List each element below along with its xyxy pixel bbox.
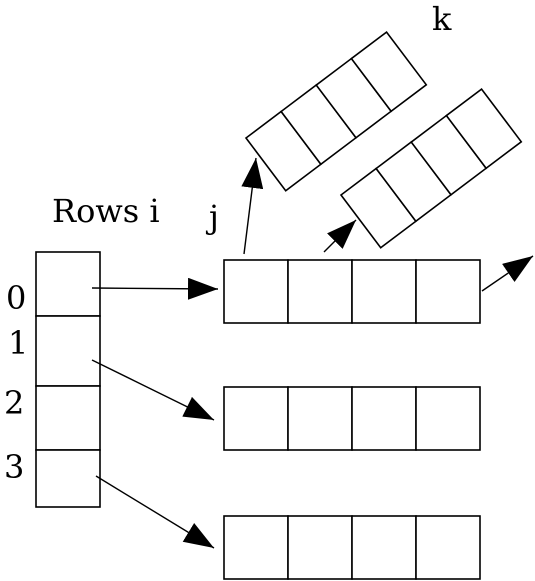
row-0-cell: [415, 259, 481, 324]
row-3-cell: [415, 515, 481, 580]
j-pointer-arrow-to-lower-k: [323, 219, 357, 253]
row-3-cell: [223, 515, 289, 580]
row-1-pointer-arrow: [91, 359, 215, 421]
k-array-upper: [244, 30, 428, 192]
row-index-3: 3: [4, 448, 24, 486]
row-index-2: 2: [4, 384, 24, 422]
row-0-array: [223, 259, 481, 324]
row-3-array: [223, 515, 481, 580]
row-pointer-cell-2: [35, 385, 101, 451]
row-3-cell: [351, 515, 417, 580]
j-label: j: [205, 198, 219, 236]
row-3-cell: [287, 515, 353, 580]
row-1-cell: [415, 386, 481, 451]
k-array-lower-cell: [445, 87, 523, 170]
row-pointer-cell-0: [35, 251, 101, 317]
row-pointer-cell-3: [35, 449, 101, 508]
row-0-cell: [351, 259, 417, 324]
k-label: k: [432, 0, 452, 38]
row-index-1: 1: [8, 324, 28, 362]
continuation-arrow: [481, 255, 534, 292]
rows-label: Rows i: [52, 192, 160, 230]
row-1-cell: [223, 386, 289, 451]
j-pointer-arrow-to-upper-k: [241, 157, 264, 255]
row-1-cell: [287, 386, 353, 451]
row-index-0: 0: [6, 279, 26, 317]
row-pointer-array: [35, 251, 101, 508]
k-array-lower: [339, 87, 523, 249]
k-array-upper-cell: [350, 30, 428, 113]
row-0-cell: [223, 259, 289, 324]
row-0-pointer-arrow: [91, 277, 219, 300]
row-1-cell: [351, 386, 417, 451]
row-1-array: [223, 386, 481, 451]
row-3-pointer-arrow: [95, 475, 215, 549]
row-0-cell: [287, 259, 353, 324]
row-pointer-cell-1-b: [35, 315, 101, 387]
